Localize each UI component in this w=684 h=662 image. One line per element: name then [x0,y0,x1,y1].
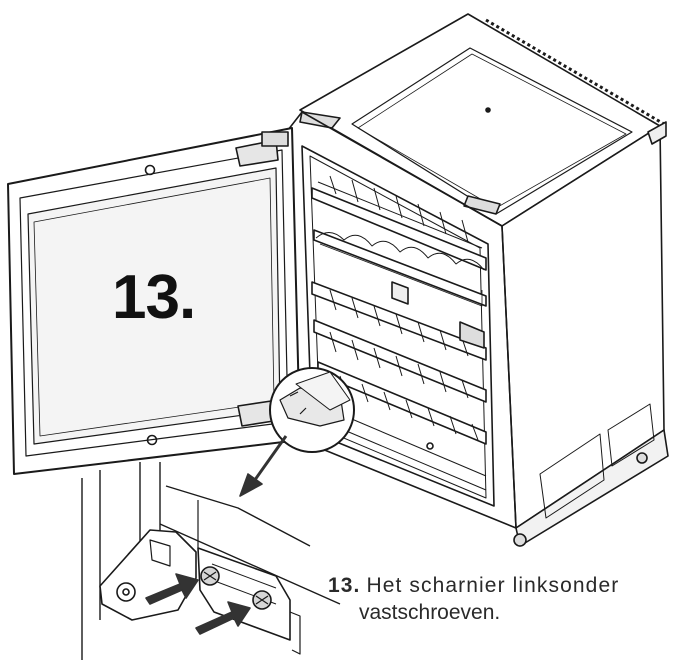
fridge-cabinet [287,13,669,547]
caption-step-number: 13. [328,574,361,597]
instruction-caption: 13.Het scharnier linksonder vastschroeve… [328,572,678,626]
glass-door [7,127,301,475]
hinge-detail-inset [81,462,341,660]
screw-icon [200,566,220,586]
step-number-badge: 13. [112,263,196,332]
push-arrow-icon [145,573,199,605]
screw-icon [252,590,272,610]
caption-line-1: 13.Het scharnier linksonder [328,572,678,599]
push-arrow-icon [195,601,251,635]
wine-shelves [311,175,487,491]
callout-arrow-icon [239,435,288,497]
detail-callout-circle [269,367,355,453]
caption-text-1: Het scharnier linksonder [366,574,620,597]
caption-line-2: vastschroeven. [359,601,501,624]
